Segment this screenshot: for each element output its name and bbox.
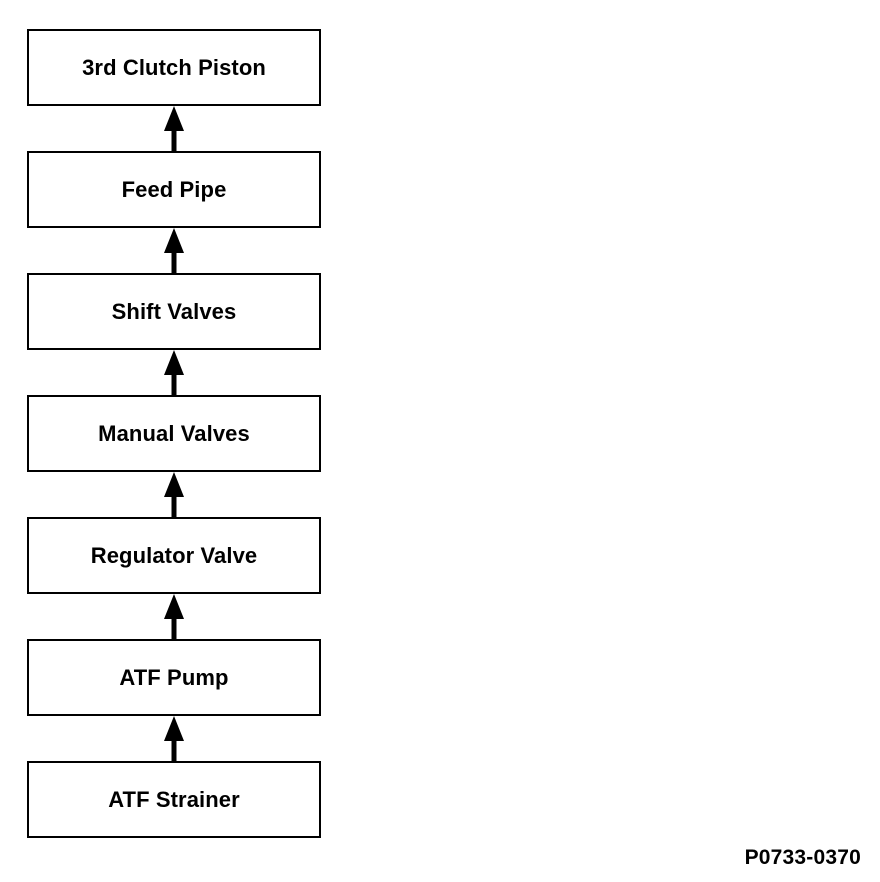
up-arrow-icon	[164, 106, 184, 151]
flow-connector-feed-pipe-to-third-clutch-piston	[27, 106, 321, 151]
flow-node-label: Shift Valves	[111, 298, 237, 324]
flow-connector-manual-valves-to-shift-valves	[27, 350, 321, 395]
flow-connector-regulator-valve-to-manual-valves	[27, 472, 321, 517]
up-arrow-icon	[164, 472, 184, 517]
flow-node-feed-pipe[interactable]: Feed Pipe	[27, 151, 321, 228]
up-arrow-icon	[164, 228, 184, 273]
up-arrow-icon	[164, 716, 184, 761]
flow-node-third-clutch-piston[interactable]: 3rd Clutch Piston	[27, 29, 321, 106]
flow-node-label: Feed Pipe	[121, 176, 227, 202]
flow-node-label: Manual Valves	[98, 420, 250, 446]
flow-node-manual-valves[interactable]: Manual Valves	[27, 395, 321, 472]
hydraulic-flow-column: 3rd Clutch Piston Feed Pipe Shift Valves	[27, 29, 321, 838]
up-arrow-icon	[164, 350, 184, 395]
flow-node-label: Regulator Valve	[90, 542, 258, 568]
flow-node-label: 3rd Clutch Piston	[82, 54, 266, 80]
flow-node-shift-valves[interactable]: Shift Valves	[27, 273, 321, 350]
flow-connector-atf-pump-to-regulator-valve	[27, 594, 321, 639]
flow-node-regulator-valve[interactable]: Regulator Valve	[27, 517, 321, 594]
flow-node-atf-strainer[interactable]: ATF Strainer	[27, 761, 321, 838]
flow-connector-shift-valves-to-feed-pipe	[27, 228, 321, 273]
flow-node-label: ATF Strainer	[108, 786, 240, 812]
flow-connector-atf-strainer-to-atf-pump	[27, 716, 321, 761]
up-arrow-icon	[164, 594, 184, 639]
flow-node-atf-pump[interactable]: ATF Pump	[27, 639, 321, 716]
flow-node-label: ATF Pump	[119, 664, 229, 690]
reference-code: P0733-0370	[744, 846, 861, 869]
